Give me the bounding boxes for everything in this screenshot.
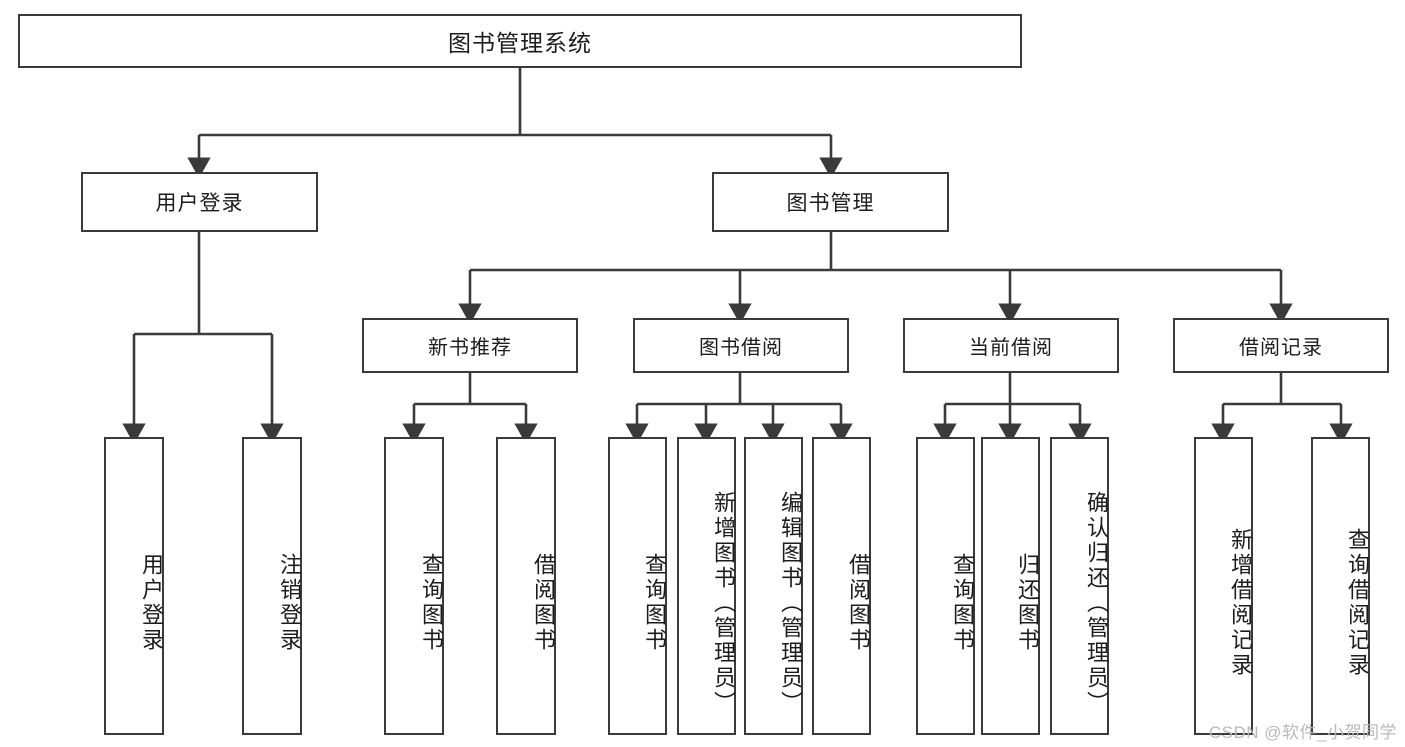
leaf-user-logout[interactable]: 注销登录 xyxy=(242,437,302,735)
node-label: 查询图书 xyxy=(419,553,444,653)
leaf-add-borrow-record[interactable]: 新增借阅记录 xyxy=(1194,437,1253,735)
leaf-edit-book-admin[interactable]: 编辑图书（管理员） xyxy=(744,437,803,735)
node-label: 查询图书 xyxy=(642,553,667,653)
leaf-query-borrow-record[interactable]: 查询借阅记录 xyxy=(1311,437,1370,735)
node-label: 用户登录 xyxy=(155,192,244,215)
leaf-add-book-admin[interactable]: 新增图书（管理员） xyxy=(677,437,736,735)
node-label: 借阅图书 xyxy=(531,553,556,653)
leaf-user-login[interactable]: 用户登录 xyxy=(104,437,164,735)
node-label: 归还图书 xyxy=(1015,553,1040,653)
node-label: 查询图书 xyxy=(950,553,975,653)
node-new-book-rec[interactable]: 新书推荐 xyxy=(362,318,578,373)
leaf-borrow-book[interactable]: 借阅图书 xyxy=(812,437,871,735)
node-label: 新书推荐 xyxy=(428,337,512,359)
watermark-text: CSDN @软件_小贺同学 xyxy=(1208,723,1397,742)
node-book-manage[interactable]: 图书管理 xyxy=(712,172,949,232)
node-book-borrow[interactable]: 图书借阅 xyxy=(633,318,849,373)
node-user-login[interactable]: 用户登录 xyxy=(81,172,318,232)
leaf-query-book-rec[interactable]: 查询图书 xyxy=(384,437,444,735)
node-label: 借阅记录 xyxy=(1239,337,1323,359)
leaf-borrow-book-rec[interactable]: 借阅图书 xyxy=(496,437,556,735)
node-label: 图书管理 xyxy=(786,192,875,215)
node-label: 确认归还（管理员） xyxy=(1084,490,1109,716)
node-label: 查询借阅记录 xyxy=(1345,528,1370,678)
node-label: 当前借阅 xyxy=(969,337,1053,359)
node-root-system[interactable]: 图书管理系统 xyxy=(18,14,1022,68)
node-label: 新增借阅记录 xyxy=(1228,528,1253,678)
node-label: 编辑图书（管理员） xyxy=(778,490,803,716)
node-label: 借阅图书 xyxy=(846,553,871,653)
node-label: 图书管理系统 xyxy=(448,30,592,56)
node-borrow-record[interactable]: 借阅记录 xyxy=(1173,318,1389,373)
node-label: 用户登录 xyxy=(139,553,164,653)
node-label: 新增图书（管理员） xyxy=(711,490,736,716)
node-label: 图书借阅 xyxy=(699,337,783,359)
leaf-return-book[interactable]: 归还图书 xyxy=(981,437,1040,735)
node-label: 注销登录 xyxy=(277,553,302,653)
leaf-query-book-current[interactable]: 查询图书 xyxy=(916,437,975,735)
node-current-borrow[interactable]: 当前借阅 xyxy=(903,318,1119,373)
leaf-query-book-borrow[interactable]: 查询图书 xyxy=(608,437,667,735)
leaf-confirm-return-admin[interactable]: 确认归还（管理员） xyxy=(1050,437,1109,735)
